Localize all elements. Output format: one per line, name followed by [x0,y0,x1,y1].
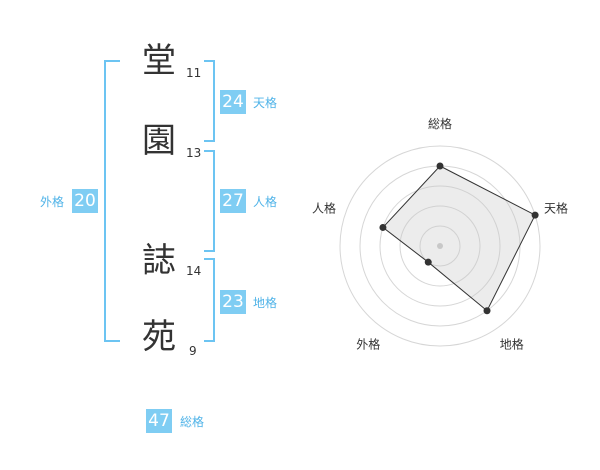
radar-grid-ring [399,205,481,287]
radar-axis-label: 地格 [500,337,524,352]
radar-grid-ring [339,145,541,347]
radar-point [424,258,432,266]
stroke-count-1: 11 [186,66,202,80]
radar-center-dot [437,243,443,249]
name-char-3: 誌 [142,241,176,281]
stroke-count-2: 13 [186,146,202,160]
gaikaku-bracket [104,60,120,342]
radar-point [436,162,444,170]
radar-axis-label: 総格 [428,116,452,131]
name-char-4: 苑 [142,317,176,357]
chikaku-bracket [204,258,215,342]
radar-axis-label: 天格 [544,200,568,215]
soukaku-badge: 47 [146,409,172,433]
jinkaku-bracket [204,150,215,252]
radar-grid-ring [379,185,501,307]
soukaku-label: 総格 [180,415,205,429]
tenkaku-badge: 24 [220,90,246,114]
radar-point [483,307,491,315]
jinkaku-label: 人格 [253,195,278,209]
radar-grid-ring [419,225,461,267]
chikaku-label: 地格 [253,296,278,310]
name-char-1: 堂 [142,41,176,81]
tenkaku-label: 天格 [253,96,278,110]
radar-point [531,211,539,219]
gaikaku-badge: 20 [72,189,98,213]
stroke-count-4: 9 [189,344,197,358]
stroke-count-3: 14 [186,264,202,278]
jinkaku-badge: 27 [220,189,246,213]
radar-axis-label: 人格 [312,200,336,215]
name-char-2: 園 [142,121,176,161]
tenkaku-bracket [204,60,215,142]
radar-series-polygon [382,165,536,312]
radar-point [379,223,387,231]
gaikaku-label: 外格 [40,195,65,209]
radar-axis-label: 外格 [356,337,380,352]
chikaku-badge: 23 [220,290,246,314]
